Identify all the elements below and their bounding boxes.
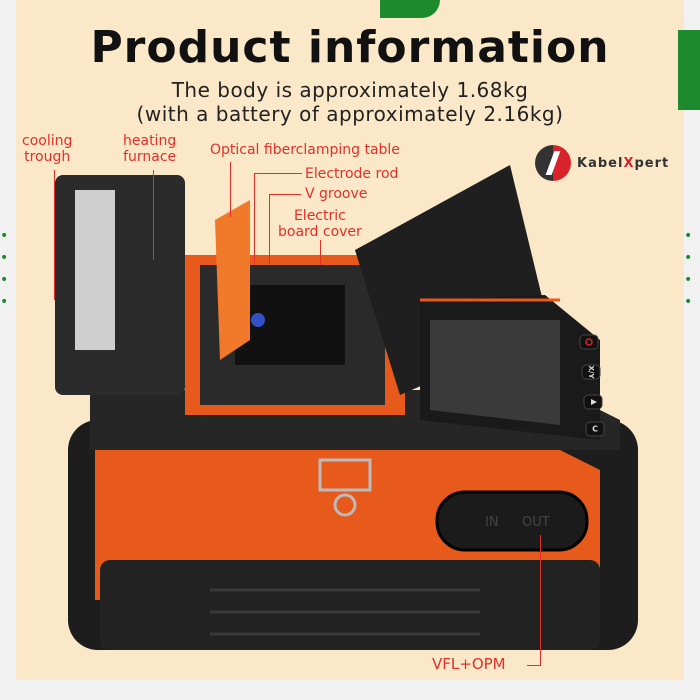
leader-line — [54, 170, 55, 300]
leader-line — [527, 665, 541, 666]
label-vfl-opm: VFL+OPM — [432, 655, 506, 673]
decor-green-shape — [678, 30, 700, 110]
device-bumper — [100, 560, 600, 650]
brand-logo: KabelXpert — [535, 145, 669, 181]
heating-furnace — [55, 175, 185, 395]
leader-line — [540, 535, 541, 665]
leader-line — [254, 173, 302, 174]
decor-dots: •••• — [0, 228, 13, 310]
play-icon — [591, 399, 597, 405]
port-in-label: IN — [485, 515, 499, 530]
label-v-groove: V groove — [305, 186, 368, 202]
c-button-label: C — [592, 425, 598, 434]
leader-line — [320, 240, 321, 265]
latch — [318, 458, 372, 492]
port-out-label: OUT — [522, 515, 550, 530]
decor-dots: •••• — [684, 228, 697, 310]
leader-line — [153, 170, 154, 260]
label-clamping-table: Optical fiberclamping table — [210, 142, 400, 158]
port-cover — [435, 490, 589, 552]
leader-line — [230, 162, 231, 217]
subtitle-battery: (with a battery of approximately 2.16kg) — [136, 102, 564, 126]
label-electrode-rod: Electrode rod — [305, 166, 399, 182]
leader-line — [269, 194, 270, 264]
logo-bolt-icon — [535, 145, 571, 181]
xy-button — [581, 364, 601, 380]
power-icon — [585, 338, 593, 346]
c-button — [585, 421, 605, 437]
power-button — [579, 334, 599, 350]
clamp-lid — [215, 200, 250, 360]
xy-button-label: X/Y — [587, 365, 595, 379]
electrode-icon — [251, 313, 265, 327]
decor-green-shape — [380, 0, 440, 18]
leader-line — [254, 173, 255, 263]
page-title: Product information — [90, 22, 610, 73]
subtitle-weight: The body is approximately 1.68kg — [171, 78, 529, 102]
leader-line — [269, 194, 301, 195]
monitor-screen — [430, 320, 560, 425]
